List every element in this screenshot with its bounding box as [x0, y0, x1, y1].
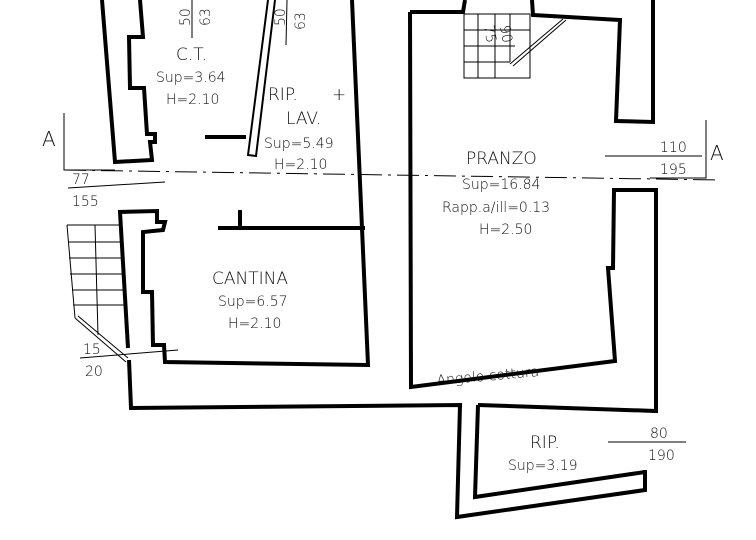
room-rip-lav: RIP. + LAV. Sup=5.49 H=2.10: [264, 85, 346, 173]
dim-stair-top-tread: 90: [496, 24, 515, 44]
room-area: Sup=3.19: [508, 458, 578, 474]
room-height: H=2.10: [228, 316, 281, 332]
dim-pranzo-window-width: 110: [660, 140, 687, 156]
room-ct: C.T. Sup=3.64 H=2.10: [156, 45, 226, 108]
dim-pranzo-window-height: 195: [660, 162, 687, 178]
room-area: Sup=5.49: [264, 136, 334, 152]
section-line: [63, 169, 721, 181]
dim-ct-window-height: 63: [198, 8, 214, 26]
room-name-2: LAV.: [286, 109, 321, 129]
room-name: CANTINA: [212, 269, 288, 289]
stairs-left: [66, 224, 129, 363]
dim-ct-window-width: 50: [178, 8, 194, 26]
dim-stair-tread: 20: [85, 364, 103, 380]
dim-stair-top-riser: 75: [480, 24, 499, 44]
room-name: RIP.: [268, 85, 298, 105]
dimension-lines: [67, 0, 702, 443]
dim-door-height: 155: [72, 194, 99, 210]
dim-riplav-window-width: 50: [273, 8, 289, 26]
room-height: H=2.10: [166, 92, 219, 108]
room-cantina: CANTINA Sup=6.57 H=2.10: [212, 269, 288, 332]
room-rip: RIP. Sup=3.19: [508, 433, 578, 474]
kitchen-corner-note: Angolo cottura: [436, 364, 540, 389]
dim-rip-window-width: 80: [650, 426, 668, 442]
room-area: Sup=16.84: [462, 177, 540, 193]
stairs-top: [463, 13, 567, 79]
dim-door-width: 77: [72, 172, 90, 188]
dim-riplav-window-height: 63: [293, 12, 309, 30]
room-name: RIP.: [530, 433, 560, 453]
section-label-right: A: [710, 141, 724, 165]
room-height: H=2.10: [274, 157, 327, 173]
dim-rip-window-height: 190: [648, 448, 675, 464]
room-area: Sup=3.64: [156, 70, 226, 86]
walls: [100, 0, 658, 520]
room-pranzo: PRANZO Sup=16.84 Rapp.a/ill=0.13 H=2.50 …: [436, 149, 550, 389]
room-name: C.T.: [176, 45, 207, 65]
room-height: H=2.50: [479, 222, 532, 238]
dim-stair-riser: 15: [83, 342, 101, 358]
room-name-plus: +: [332, 85, 346, 105]
room-light-ratio: Rapp.a/ill=0.13: [442, 200, 550, 216]
room-name: PRANZO: [466, 149, 537, 169]
section-label-left: A: [42, 127, 56, 151]
room-area: Sup=6.57: [218, 294, 288, 310]
